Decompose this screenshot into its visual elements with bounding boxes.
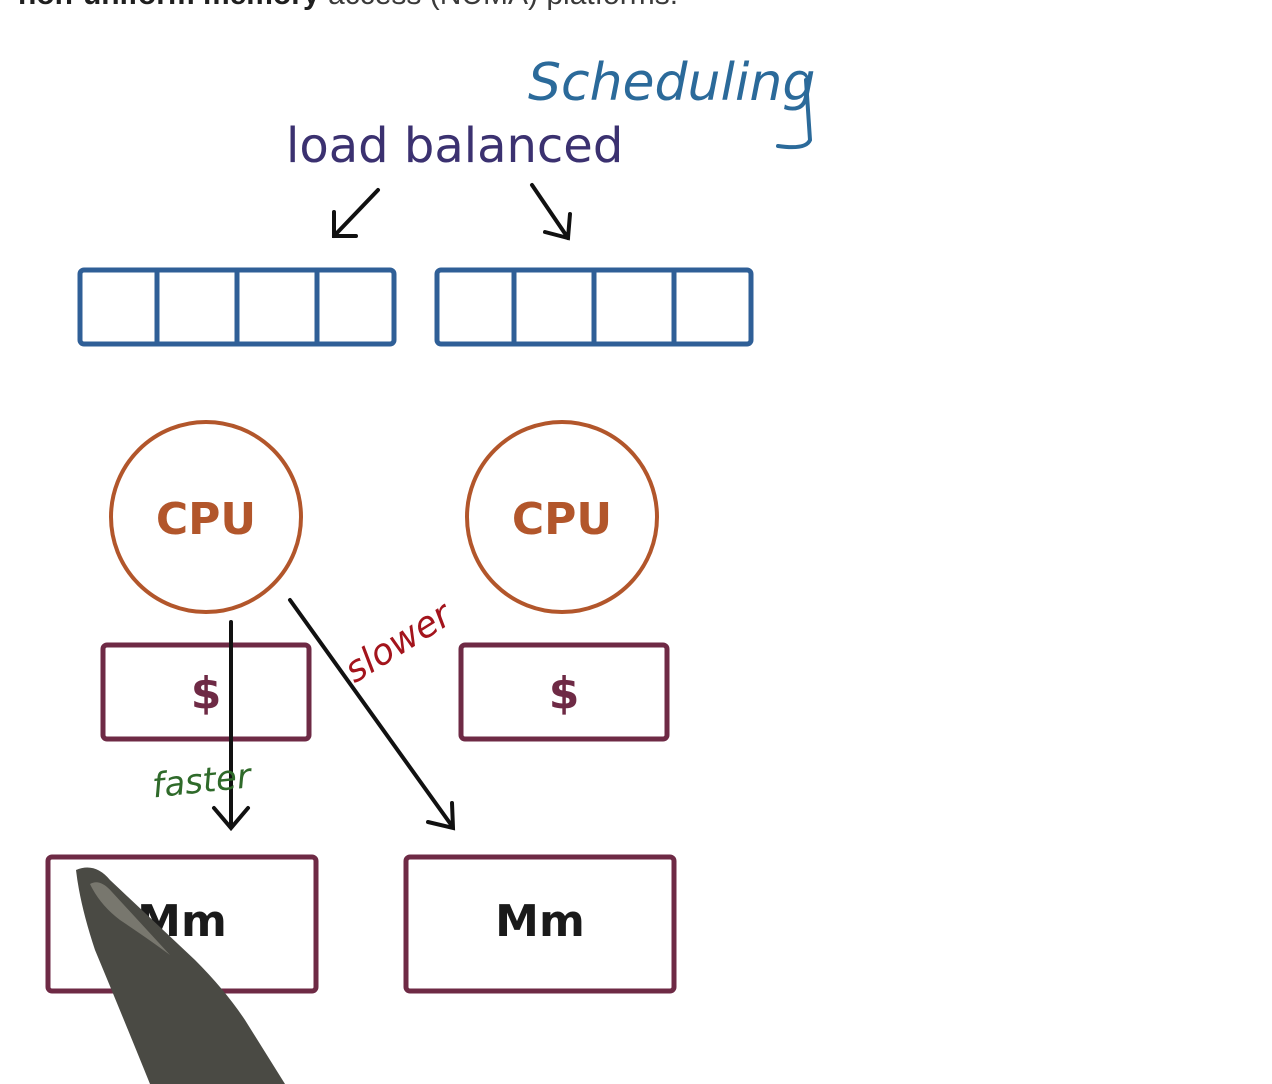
cpu-right: CPU bbox=[465, 420, 659, 614]
faster-label: faster bbox=[150, 756, 254, 806]
subtitle-arrow-left bbox=[332, 188, 380, 238]
run-queue-left bbox=[77, 267, 397, 347]
cpu-left: CPU bbox=[109, 420, 303, 614]
faster-arrow bbox=[212, 620, 250, 832]
slower-label: slower bbox=[338, 593, 461, 691]
cache-left: $ bbox=[100, 642, 312, 742]
caption-bold: non-uniform memory bbox=[18, 0, 320, 11]
slower-arrow bbox=[288, 598, 456, 831]
cpu-left-label: CPU bbox=[156, 494, 256, 545]
diagram-subtitle: load balanced bbox=[286, 118, 623, 174]
run-queue-right bbox=[434, 267, 754, 347]
cache-right: $ bbox=[458, 642, 670, 742]
memory-right: Mm bbox=[403, 854, 677, 994]
diagram-title: Scheduling bbox=[528, 53, 815, 113]
subtitle-arrow-right bbox=[530, 183, 572, 241]
caption-rest: access (NUMA) platforms. bbox=[320, 0, 678, 11]
memory-right-label: Mm bbox=[495, 896, 585, 947]
pen-nib-highlight bbox=[90, 882, 170, 955]
cpu-right-label: CPU bbox=[512, 494, 612, 545]
cache-right-label: $ bbox=[549, 668, 580, 719]
cache-left-label: $ bbox=[191, 668, 222, 719]
cut-off-caption: non-uniform memory access (NUMA) platfor… bbox=[18, 0, 678, 12]
title-hook bbox=[776, 78, 813, 150]
